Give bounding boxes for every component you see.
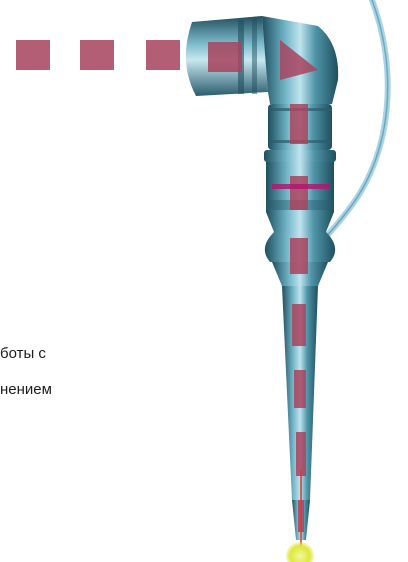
tip-glow <box>286 542 314 562</box>
focal-plane <box>272 184 330 189</box>
laser-beam-horizontal <box>16 40 242 72</box>
